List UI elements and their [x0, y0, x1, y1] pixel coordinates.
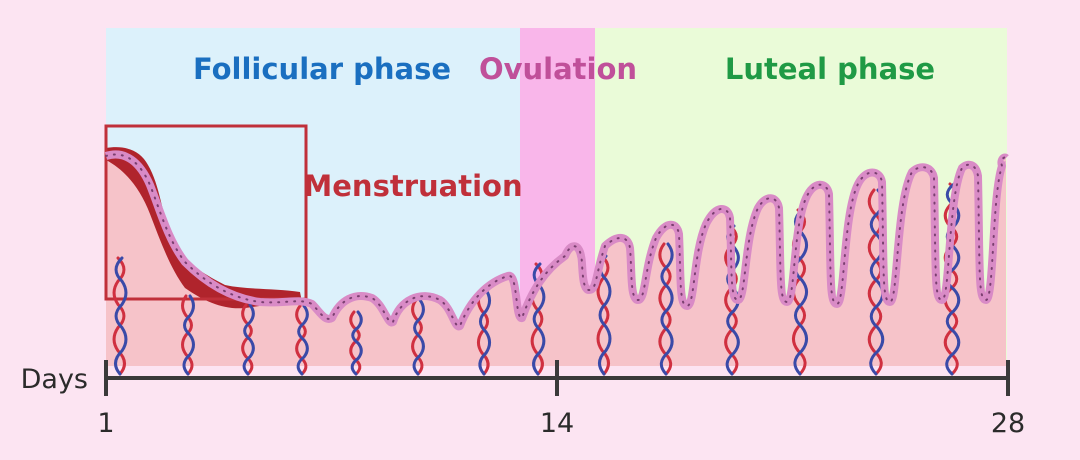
- artery-spiral: [295, 304, 308, 376]
- artery-spiral: [411, 298, 424, 376]
- artery-spiral: [349, 310, 362, 376]
- epithelial-cells: [105, 153, 1007, 328]
- vein-spiral: [296, 304, 309, 376]
- vein-spiral: [182, 294, 195, 376]
- artery-spiral: [943, 182, 959, 376]
- luteal-phase-label: Luteal phase: [725, 52, 935, 86]
- menstruation-label: Menstruation: [303, 169, 522, 203]
- menstruation-box: [104, 124, 308, 301]
- vein-spiral: [869, 188, 885, 376]
- vein-spiral: [114, 256, 128, 376]
- artery-spiral: [476, 288, 490, 376]
- tick-label-1: 1: [97, 408, 114, 439]
- blood-vessels: [112, 182, 961, 376]
- days-axis: Days 1 14 28: [21, 360, 1025, 439]
- vein-spiral: [659, 242, 674, 376]
- endometrium-tissue: [106, 154, 1006, 366]
- artery-spiral: [658, 242, 673, 376]
- tick-label-14: 14: [540, 408, 574, 439]
- follicular-phase-label: Follicular phase: [193, 52, 451, 86]
- vein-spiral: [412, 298, 425, 376]
- tick-label-28: 28: [991, 408, 1025, 439]
- ovulation-label: Ovulation: [479, 52, 637, 86]
- artery-spiral: [241, 303, 254, 376]
- artery-spiral: [181, 294, 194, 376]
- vein-spiral: [242, 303, 255, 376]
- axis-title: Days: [21, 364, 88, 395]
- vein-spiral: [793, 208, 809, 376]
- vein-spiral: [478, 288, 492, 376]
- vein-spiral: [350, 310, 363, 376]
- vein-spiral: [598, 254, 612, 376]
